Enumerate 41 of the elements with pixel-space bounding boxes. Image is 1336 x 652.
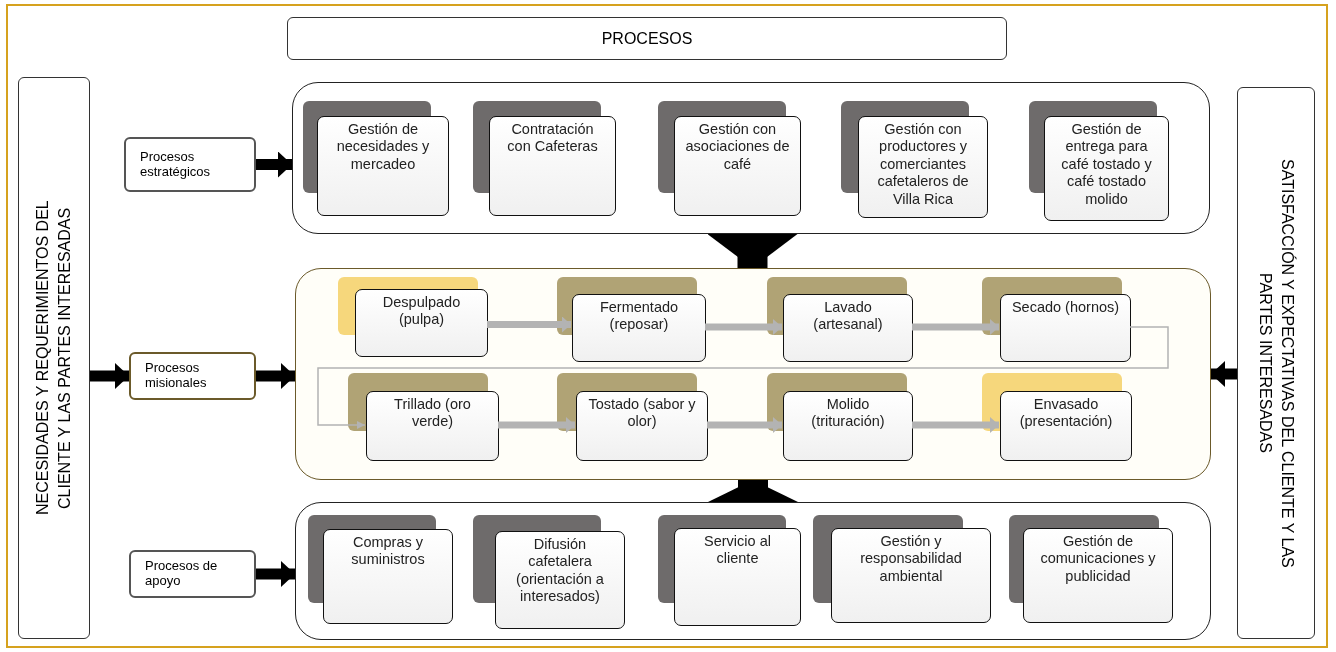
side-banner: NECESIDADES Y REQUERIMIENTOS DEL CLIENTE Y LAS PARTES INTERESADAS (18, 77, 90, 639)
arrow (90, 363, 129, 389)
arrow (705, 319, 782, 335)
arrow (498, 417, 575, 433)
process-card: Fermentado (reposar) (572, 294, 706, 362)
process-category-label: Procesos de apoyo (129, 550, 256, 598)
process-card: Gestión de comunicaciones y publicidad (1023, 528, 1173, 623)
arrow (1211, 361, 1237, 387)
arrow (256, 561, 295, 587)
arrow (707, 234, 798, 268)
process-group-panel (295, 268, 1211, 480)
title-banner: PROCESOS (287, 17, 1007, 60)
arrow (912, 417, 999, 433)
arrow (912, 319, 999, 335)
arrow (487, 316, 571, 333)
process-card: Tostado (sabor y olor) (576, 391, 708, 461)
arrow (256, 151, 292, 178)
process-card: Gestión con productores y comerciantes cafetaleros de Villa Rica (858, 116, 988, 218)
process-card: Trillado (oro verde) (366, 391, 499, 461)
arrow (256, 363, 295, 389)
process-card: Compras y suministros (323, 529, 453, 624)
arrow (317, 326, 1169, 429)
process-card: Lavado (artesanal) (783, 294, 913, 362)
process-card: Gestión con asociaciones de café (674, 116, 801, 216)
process-card: Despulpado (pulpa) (355, 289, 488, 357)
process-category-label: Procesos misionales (129, 352, 256, 400)
process-group-panel (295, 502, 1211, 640)
process-card: Molido (trituración) (783, 391, 913, 461)
process-card: Gestión de necesidades y mercadeo (317, 116, 449, 216)
process-card: Gestión y responsabilidad ambiental (831, 528, 991, 623)
process-card: Difusión cafetalera (orientación a interesados) (495, 531, 625, 629)
process-category-label: Procesos estratégicos (124, 137, 256, 192)
process-card: Contratación con Cafeteras (489, 116, 616, 216)
arrow (708, 480, 798, 502)
process-card: Gestión de entrega para café tostado y café tostado molido (1044, 116, 1169, 221)
process-card: Envasado (presentación) (1000, 391, 1132, 461)
arrow (707, 417, 782, 433)
process-group-panel (292, 82, 1210, 234)
process-card: Servicio al cliente (674, 528, 801, 626)
side-banner: SATISFACCIÓN Y EXPECTATIVAS DEL CLIENTE Y LAS PARTES INTERESADAS (1237, 87, 1315, 639)
process-card: Secado (hornos) (1000, 294, 1131, 362)
